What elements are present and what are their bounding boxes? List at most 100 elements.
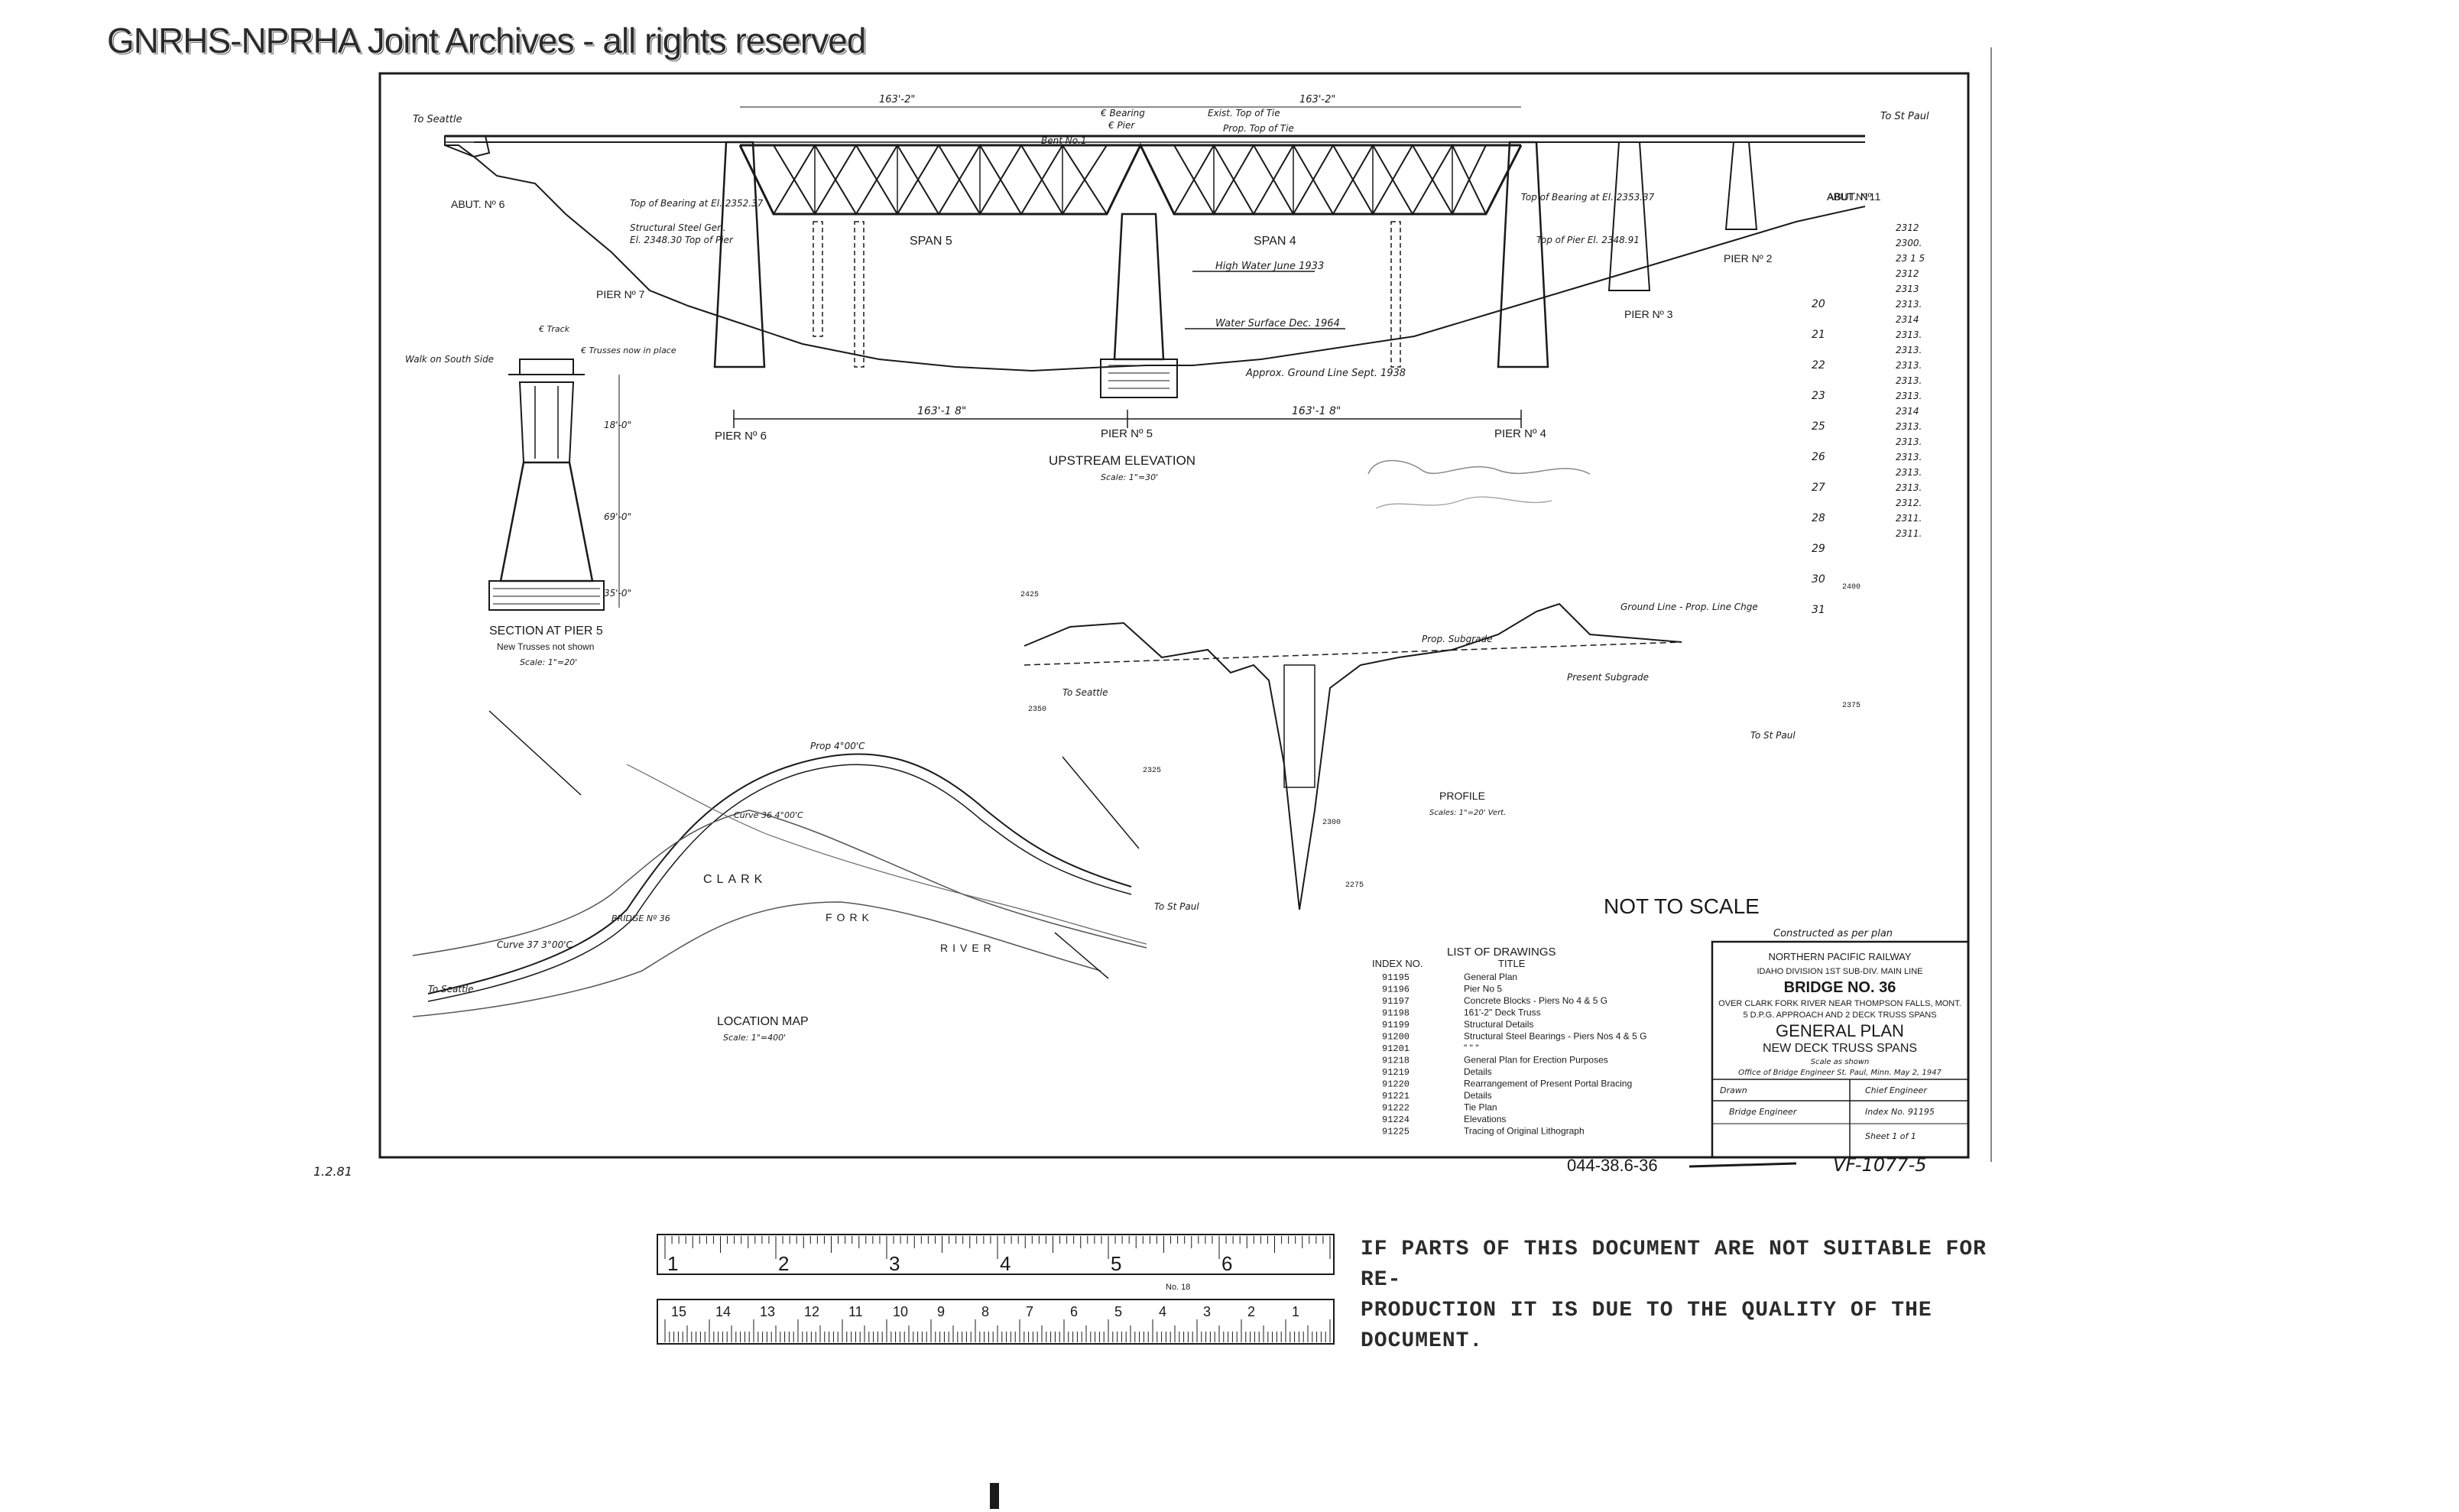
elev-table-value: 2314 — [1896, 314, 1919, 325]
drawing-index-no: 91218 — [1382, 1056, 1410, 1066]
index-number: Index No. 91195 — [1865, 1107, 1935, 1117]
elev-table-num: 29 — [1812, 543, 1825, 555]
drawing-title: Tracing of Original Lithograph — [1464, 1126, 1585, 1137]
drawing-title: Structural Details — [1464, 1019, 1533, 1030]
map-to-st-paul: To St Paul — [1154, 901, 1199, 912]
elev-table-num: 30 — [1812, 573, 1825, 586]
notice-line-2: PRODUCTION IT IS DUE TO THE QUALITY OF T… — [1361, 1299, 1932, 1353]
dim-right: 163'-1 8" — [1292, 405, 1341, 417]
to-seattle-label: To Seattle — [413, 114, 462, 125]
bent-label: Bent No.1 — [1041, 135, 1087, 146]
profile-prop-subgrade: Prop. Subgrade — [1422, 634, 1493, 644]
drawing-title: Rearrangement of Present Portal Bracing — [1464, 1079, 1632, 1089]
drawing-title: Tie Plan — [1464, 1102, 1497, 1113]
elev-table-value: 2311. — [1896, 513, 1922, 524]
drawing-title: Elevations — [1464, 1114, 1506, 1124]
elev-table-num: 21 — [1812, 329, 1825, 341]
elev-table-value: 2313. — [1896, 360, 1922, 371]
company-name: NORTHERN PACIFIC RAILWAY — [1768, 951, 1911, 962]
high-water-note: High Water June 1933 — [1215, 261, 1324, 272]
elev-table-num: 20 — [1812, 298, 1825, 310]
drawing-index-no: 91222 — [1382, 1103, 1410, 1114]
elev-table-value: 2313. — [1896, 375, 1922, 386]
river-fork: FORK — [826, 911, 874, 923]
track-label: € Track — [538, 324, 570, 334]
top-bearing-left: Top of Bearing at El. 2352.37 — [630, 198, 764, 209]
water-surface-note: Water Surface Dec. 1964 — [1215, 318, 1340, 329]
chief-engineer-label: Chief Engineer — [1865, 1085, 1928, 1095]
ruler-cm-number: 8 — [981, 1304, 989, 1319]
elev-table-value: 2312. — [1896, 498, 1922, 508]
elev-table-num: 28 — [1812, 512, 1825, 524]
elev-2350: 2350 — [1028, 706, 1046, 714]
pier-cl-label: € Pier — [1108, 120, 1135, 131]
ruler-cm-number: 14 — [715, 1304, 731, 1319]
ruler-cm-number: 12 — [804, 1304, 819, 1319]
upstream-elevation-scale: Scale: 1"=30' — [1101, 472, 1158, 482]
upstream-elevation-title: UPSTREAM ELEVATION — [1049, 453, 1195, 468]
not-to-scale: NOT TO SCALE — [1604, 894, 1760, 918]
span-5-label: SPAN 5 — [910, 235, 952, 248]
ruler-inch-number: 1 — [667, 1252, 678, 1275]
drawing-index-no: 91195 — [1382, 972, 1410, 983]
new-deck-truss-spans: NEW DECK TRUSS SPANS — [1763, 1042, 1917, 1055]
ruler-label: No. 18 — [1166, 1283, 1190, 1292]
structural-steel-note: Structural Steel Gen. — [630, 222, 726, 233]
location-map-title: LOCATION MAP — [717, 1015, 809, 1028]
bridge-engineer-label: Bridge Engineer — [1729, 1107, 1798, 1117]
drawing-title: Pier No 5 — [1464, 984, 1502, 994]
map-to-seattle: To Seattle — [428, 984, 473, 994]
elev-table-value: 2313. — [1896, 345, 1922, 355]
dim-69: 69'-0" — [604, 511, 631, 522]
profile-title: PROFILE — [1439, 790, 1485, 802]
ruler-cm-number: 6 — [1070, 1304, 1078, 1319]
ground-line-note: Approx. Ground Line Sept. 1938 — [1245, 368, 1406, 379]
division-line: IDAHO DIVISION 1ST SUB-DIV. MAIN LINE — [1757, 967, 1923, 976]
prop-top-tie: Prop. Top of Tie — [1223, 123, 1294, 134]
ruler-inch-number: 3 — [889, 1252, 900, 1275]
elev-table-value: 2313. — [1896, 421, 1922, 432]
elev-table-value: 2313 — [1896, 284, 1919, 294]
drawing-index-no: 91196 — [1382, 985, 1410, 995]
ruler-cm-number: 10 — [893, 1304, 908, 1319]
dim-left: 163'-1 8" — [917, 405, 966, 417]
walk-label: Walk on South Side — [405, 354, 494, 365]
page-marker — [990, 1483, 999, 1509]
elev-table-value: 2313. — [1896, 436, 1922, 447]
dim-18: 18'-0" — [604, 420, 631, 430]
drawing-title: Details — [1464, 1066, 1492, 1077]
profile-present-subgrade: Present Subgrade — [1567, 672, 1649, 683]
strikeout-mark — [1689, 1162, 1797, 1168]
elev-2275: 2275 — [1345, 881, 1364, 890]
elev-table-num: 23 — [1812, 390, 1825, 402]
dim-top-left: 163'-2" — [879, 94, 915, 105]
bearing-cl-label: € Bearing — [1100, 108, 1145, 118]
drawing-index-no: 91201 — [1382, 1043, 1410, 1054]
profile-to-seattle: To Seattle — [1062, 687, 1108, 698]
drawings-title: LIST OF DRAWINGS — [1447, 946, 1556, 959]
elev-2400: 2400 — [1842, 583, 1860, 592]
ruler-cm-number: 9 — [937, 1304, 945, 1319]
drawing-index-no: 91199 — [1382, 1020, 1410, 1030]
drawing-index-no: 91220 — [1382, 1079, 1410, 1090]
scale-as-shown: Scale as shown — [1811, 1058, 1870, 1066]
drawing-index-no: 91221 — [1382, 1091, 1410, 1102]
title-block: Constructed as per plan NORTHERN PACIFIC… — [1711, 928, 1970, 1159]
elev-table-num: 31 — [1812, 604, 1825, 616]
general-plan-title: GENERAL PLAN — [1776, 1021, 1904, 1040]
location-map-scale: Scale: 1"=400' — [723, 1033, 786, 1043]
trusses-note: € Trusses now in place — [580, 346, 676, 355]
profile-scale: Scales: 1"=20' Vert. — [1429, 809, 1506, 817]
river-clark: CLARK — [703, 873, 767, 886]
river-river: RIVER — [940, 942, 996, 954]
elev-2300: 2300 — [1322, 819, 1341, 827]
profile-ground-line: Ground Line - Prop. Line Chge — [1620, 602, 1758, 612]
elev-table-value: 2313. — [1896, 467, 1922, 478]
over-line: OVER CLARK FORK RIVER NEAR THOMPSON FALL… — [1718, 999, 1961, 1008]
pier-3-label: PIER Nº 3 — [1624, 308, 1673, 320]
vf-number: VF-1077-5 — [1833, 1154, 1927, 1176]
elev-2375: 2375 — [1842, 702, 1860, 710]
section-at-pier-5: Walk on South Side € Track € Trusses now… — [405, 324, 676, 667]
elev-2325: 2325 — [1143, 767, 1161, 775]
